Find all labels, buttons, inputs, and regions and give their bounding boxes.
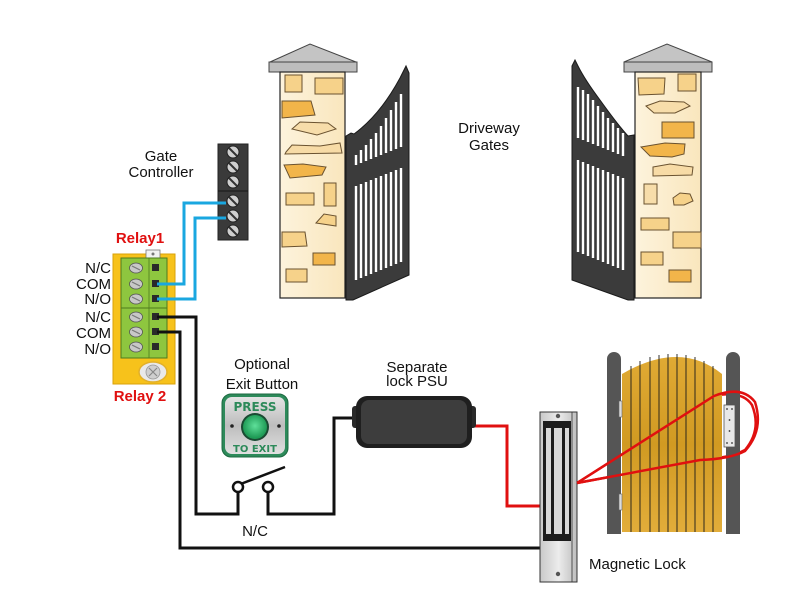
driveway-gates-label-line2: Gates (469, 137, 509, 154)
magnetic-lock (539, 411, 578, 583)
wire-relay1-no (157, 216, 226, 301)
wooden-gate (607, 352, 740, 534)
relay1-label: Relay1 (116, 230, 164, 247)
switch-nc-label: N/C (242, 523, 268, 540)
metal-gate-left (345, 64, 410, 301)
wire-psu-to-lock (474, 424, 540, 508)
signal-wires (157, 201, 226, 301)
metal-gate-right (571, 58, 635, 301)
relay2-com-label: COM (76, 325, 111, 342)
exit-button-label-line2: Exit Button (226, 376, 299, 393)
gate-controller-label: Gate (145, 148, 178, 165)
exit-button-cap[interactable] (243, 415, 267, 439)
stone-pillar-left (268, 43, 358, 299)
driveway-gate-left (268, 43, 410, 301)
wire-switch-to-psu (266, 416, 356, 516)
armature-plate (723, 404, 736, 448)
driveway-gates-label: Driveway (458, 120, 520, 137)
relay1-nc-label: N/C (85, 260, 111, 277)
stone-pillar-right (623, 43, 713, 299)
relay-terminal-labels: N/C COM N/O N/C COM N/O (76, 260, 111, 358)
gate-controller-label-line2: Controller (128, 164, 193, 181)
wire-relay1-com (157, 201, 226, 286)
wire-relay2-nc-to-switch (157, 315, 240, 516)
lock-psu (352, 396, 476, 448)
exit-button-press-text: PRESS (234, 400, 277, 414)
exit-button-label: Optional (234, 356, 290, 373)
wire-relay2-com-to-lock (157, 330, 540, 550)
callout-loop-overlay (576, 390, 760, 485)
driveway-gate-right (571, 43, 713, 301)
gate-controller-terminal-block (217, 143, 249, 241)
ground-wires (157, 315, 540, 550)
relay2-no-label: N/O (84, 341, 111, 358)
exit-button-toexit-text: TO EXIT (233, 444, 277, 455)
relay2-nc-label: N/C (85, 309, 111, 326)
psu-label: Separate (387, 359, 448, 376)
relay1-com-label: COM (76, 276, 111, 293)
relay-board (112, 249, 176, 385)
psu-label-line2: lock PSU (386, 373, 448, 390)
magnetic-lock-label: Magnetic Lock (589, 556, 686, 573)
nc-switch-symbol (231, 465, 286, 494)
relay1-no-label: N/O (84, 291, 111, 308)
relay2-label: Relay 2 (114, 388, 167, 405)
exit-button[interactable]: PRESS TO EXIT (221, 393, 289, 458)
